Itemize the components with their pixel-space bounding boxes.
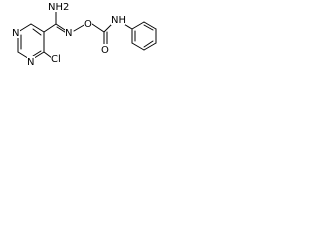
oxime-o-label: O <box>84 19 92 30</box>
atom-label-carbamate-o: O <box>101 44 109 56</box>
atom-label-nh: NH <box>111 14 126 26</box>
chloro-label: Cl <box>51 54 61 65</box>
chemical-structure-diagram: NH2 N O O NH N N Cl <box>12 1 157 68</box>
atom-label-oxime-n: N <box>65 27 73 39</box>
chloro-bond <box>43 51 53 59</box>
atom-label-ring-n-bottom: N <box>27 56 35 68</box>
carbamate-o-label: O <box>101 45 109 56</box>
ring-n-top-label: N <box>12 28 19 39</box>
amidoxime-group <box>43 11 105 35</box>
carbamate-group <box>103 22 133 45</box>
atom-label-nh2: NH2 <box>48 1 69 13</box>
atom-label-ring-n-top: N <box>12 27 20 39</box>
nh2-label: NH2 <box>48 2 69 13</box>
atom-label-chloro: Cl <box>51 53 65 65</box>
nh-label: NH <box>111 15 126 26</box>
pyrazine-ring <box>17 23 45 61</box>
oxime-n-label: N <box>65 28 72 39</box>
ring-n-bottom-label: N <box>27 57 34 68</box>
phenyl-ring <box>131 21 157 51</box>
atom-label-oxime-o: O <box>84 18 92 30</box>
